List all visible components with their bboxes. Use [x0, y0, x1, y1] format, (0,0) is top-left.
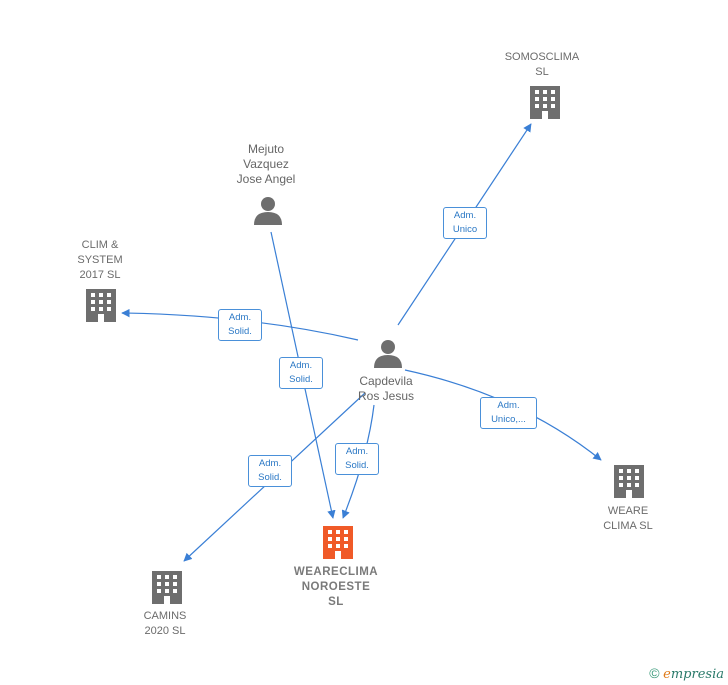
main-building-icon — [323, 526, 353, 559]
node-label-somosclima[interactable]: SOMOSCLIMA SL — [504, 51, 580, 78]
building-icon — [614, 465, 644, 498]
empresia-logo: © empresia — [649, 665, 724, 682]
edge-label-to-clim-system[interactable]: Adm. Solid. — [218, 309, 262, 341]
edge-label-mejuto-to-noroeste[interactable]: Adm. Solid. — [279, 357, 323, 389]
node-label-weareclima-noroeste[interactable]: WEARECLIMA NOROESTE SL — [293, 566, 379, 608]
node-label-weare-clima[interactable]: WEARE CLIMA SL — [603, 505, 653, 532]
copyright-symbol: © — [649, 665, 660, 681]
node-label-mejuto[interactable]: Mejuto Vazquez Jose Angel — [236, 142, 296, 186]
person-icon — [374, 340, 402, 368]
node-label-clim-system[interactable]: CLIM & SYSTEM 2017 SL — [77, 239, 123, 281]
edge-label-to-weare-clima[interactable]: Adm. Unico,... — [480, 397, 537, 429]
person-icon — [254, 197, 282, 225]
building-icon — [530, 86, 560, 119]
edge-label-to-somosclima[interactable]: Adm. Unico — [443, 207, 487, 239]
brand-e: e — [663, 667, 671, 682]
node-label-capdevila[interactable]: Capdevila Ros Jesus — [357, 374, 415, 403]
brand-name: mpresia — [670, 667, 724, 682]
edge-label-capdevila-to-noroeste[interactable]: Adm. Solid. — [335, 443, 379, 475]
edge-label-to-camins[interactable]: Adm. Solid. — [248, 455, 292, 487]
building-icon — [86, 289, 116, 322]
node-label-camins[interactable]: CAMINS 2020 SL — [143, 610, 187, 637]
building-icon — [152, 571, 182, 604]
